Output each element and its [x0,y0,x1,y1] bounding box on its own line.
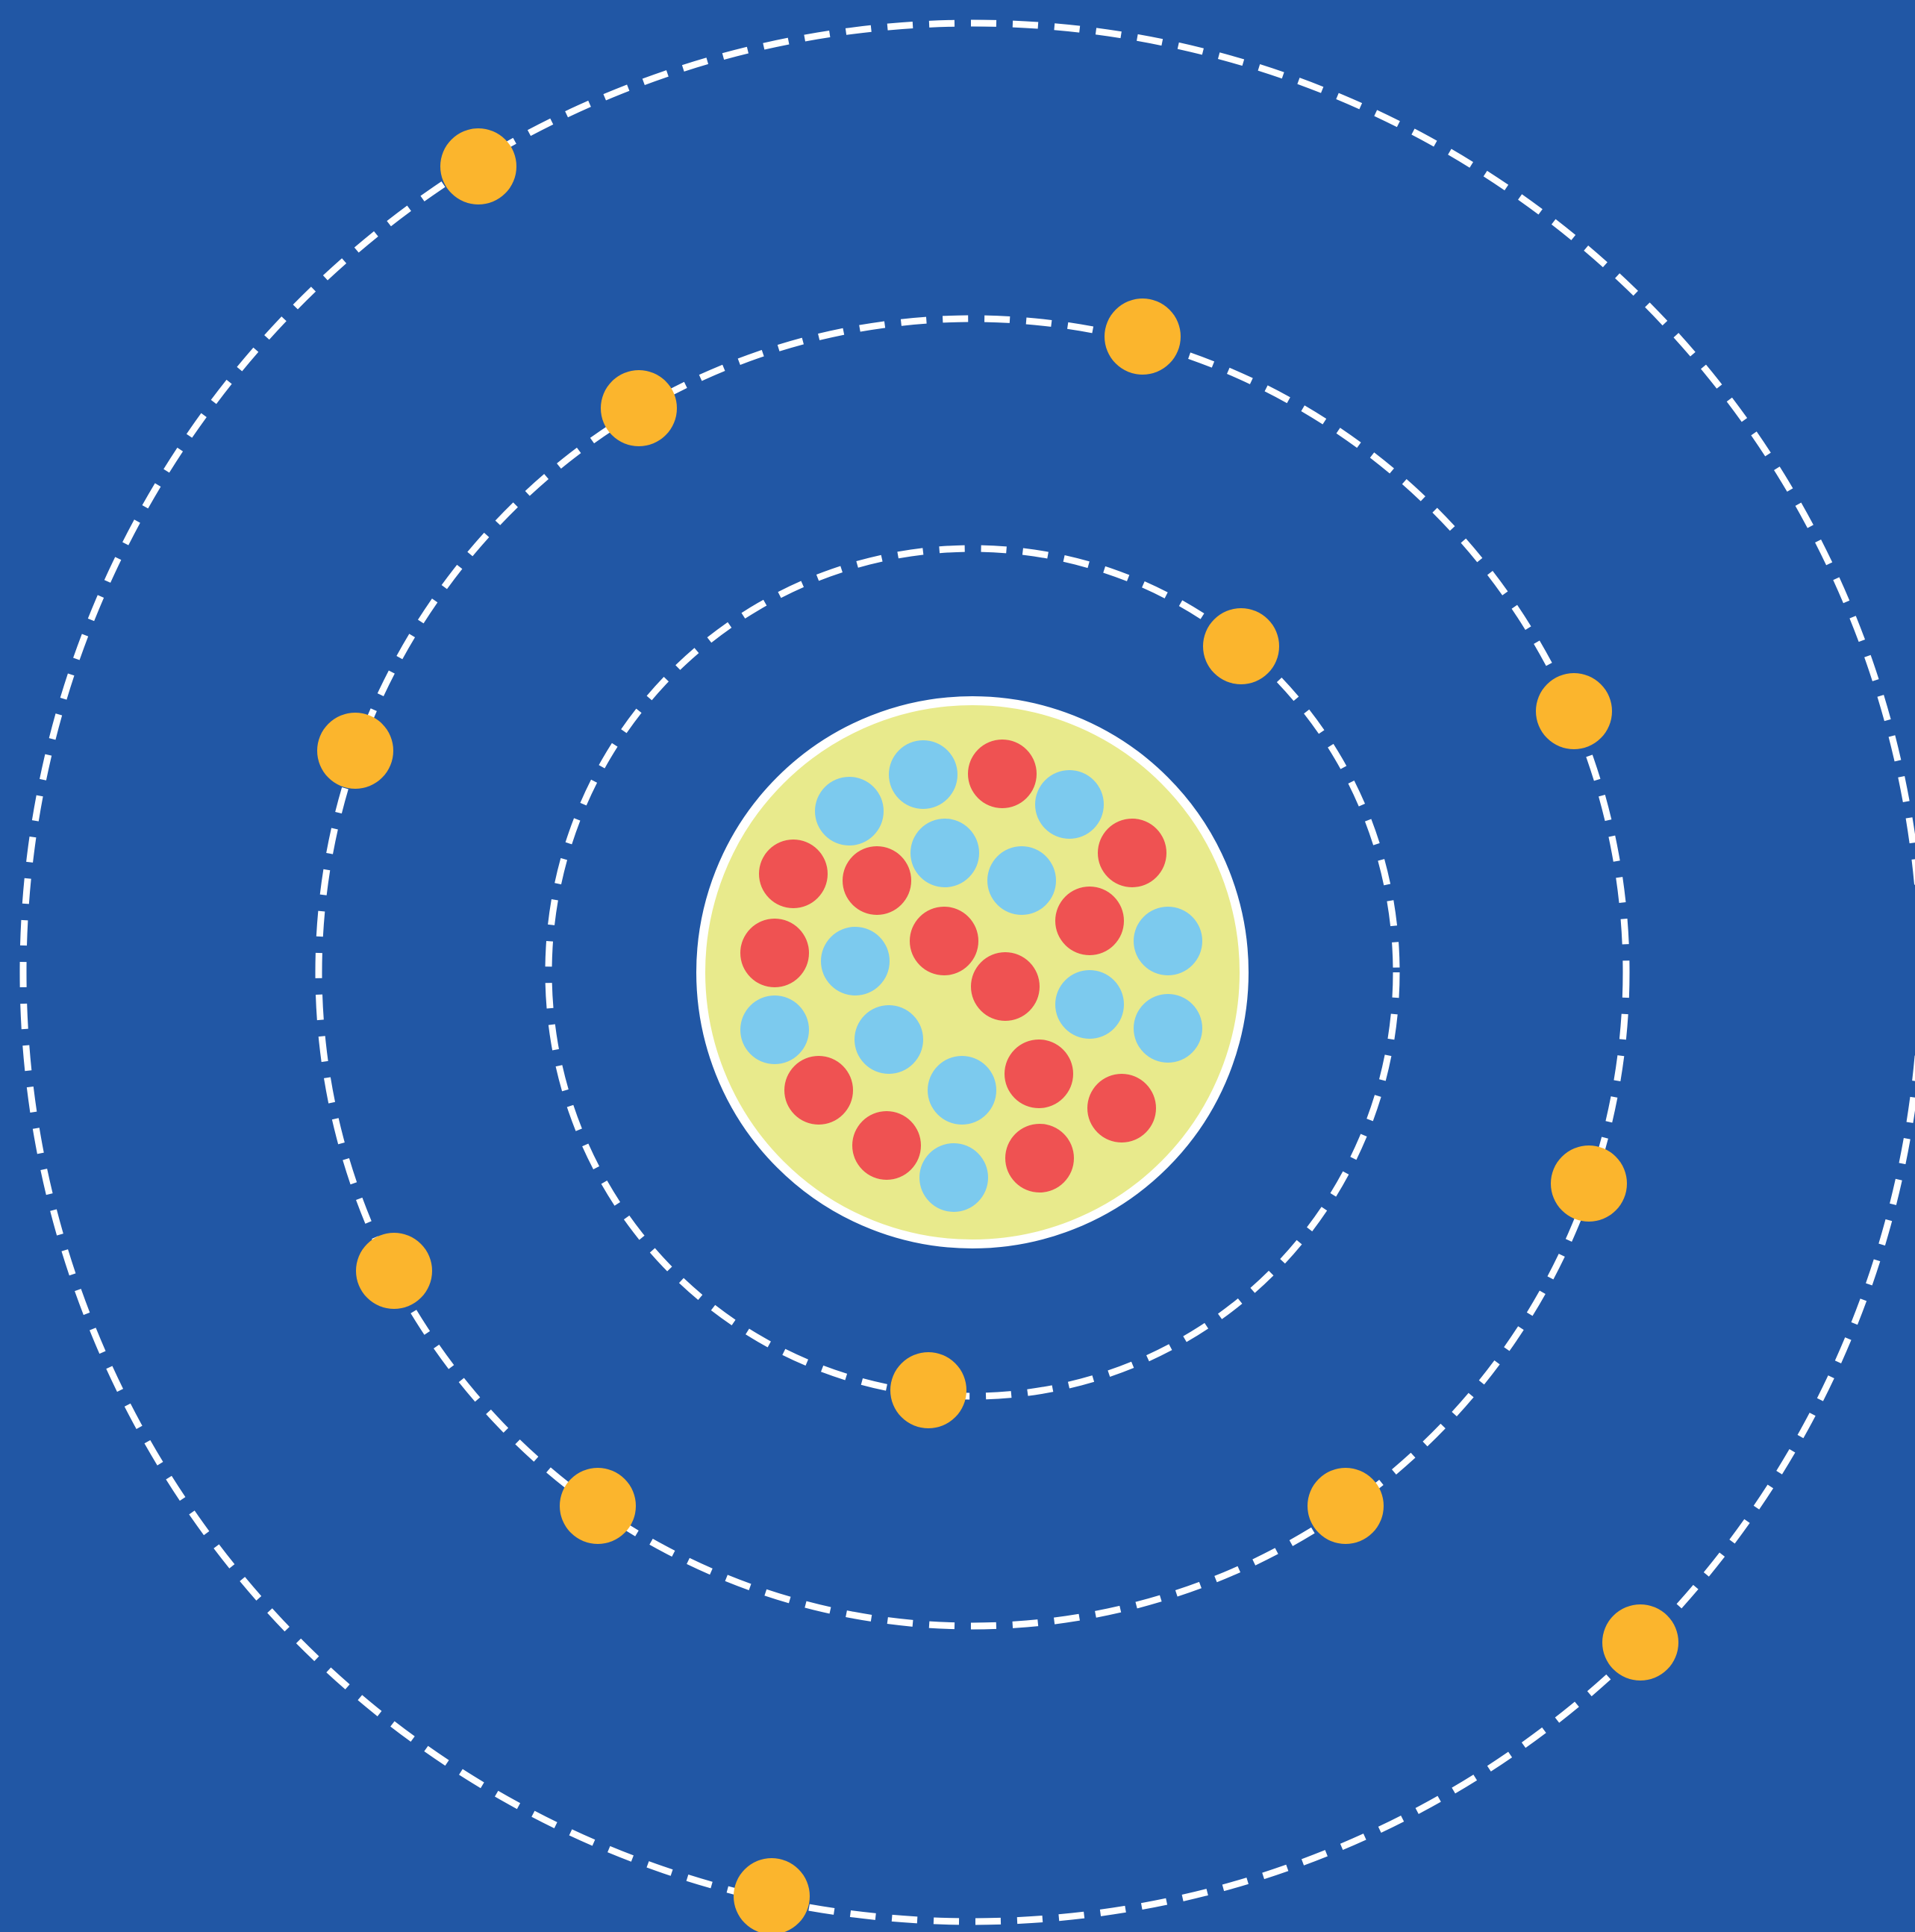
neutron [910,819,979,887]
nucleus [701,701,1244,1244]
proton [968,740,1037,808]
neutron [855,1005,923,1074]
proton [784,1056,853,1125]
neutron [889,740,958,809]
proton [1087,1074,1156,1142]
shell-2-electron [1308,1468,1384,1544]
neutron [928,1056,996,1125]
shell-2-electron [1551,1145,1627,1222]
proton [1055,887,1124,955]
shell-2-electron [1536,673,1612,749]
proton [740,919,809,987]
shell-2-electron [1105,298,1181,375]
neutron [815,777,884,845]
proton [843,846,911,915]
neutron [919,1143,988,1212]
proton [1098,819,1166,887]
proton [1005,1124,1074,1192]
neutron [1055,970,1124,1039]
shell-2-electron [560,1468,636,1544]
neutron [987,846,1056,915]
neutron [1035,770,1104,839]
proton [971,952,1040,1021]
neutron [821,927,890,995]
neutron [740,995,809,1064]
proton [910,907,978,975]
shell-2-electron [356,1233,432,1309]
proton [852,1111,921,1180]
proton [759,840,828,908]
shell-3-electron [1602,1604,1678,1681]
neutron [1134,994,1202,1063]
shell-1-electron [890,1352,966,1428]
proton [1005,1040,1073,1108]
neutron [1134,907,1202,975]
shell-2-electron [601,370,677,446]
shell-3-electron [734,1858,810,1932]
shell-1-electron [1203,608,1279,684]
shell-3-electron [440,128,516,204]
shell-2-electron [317,713,393,789]
